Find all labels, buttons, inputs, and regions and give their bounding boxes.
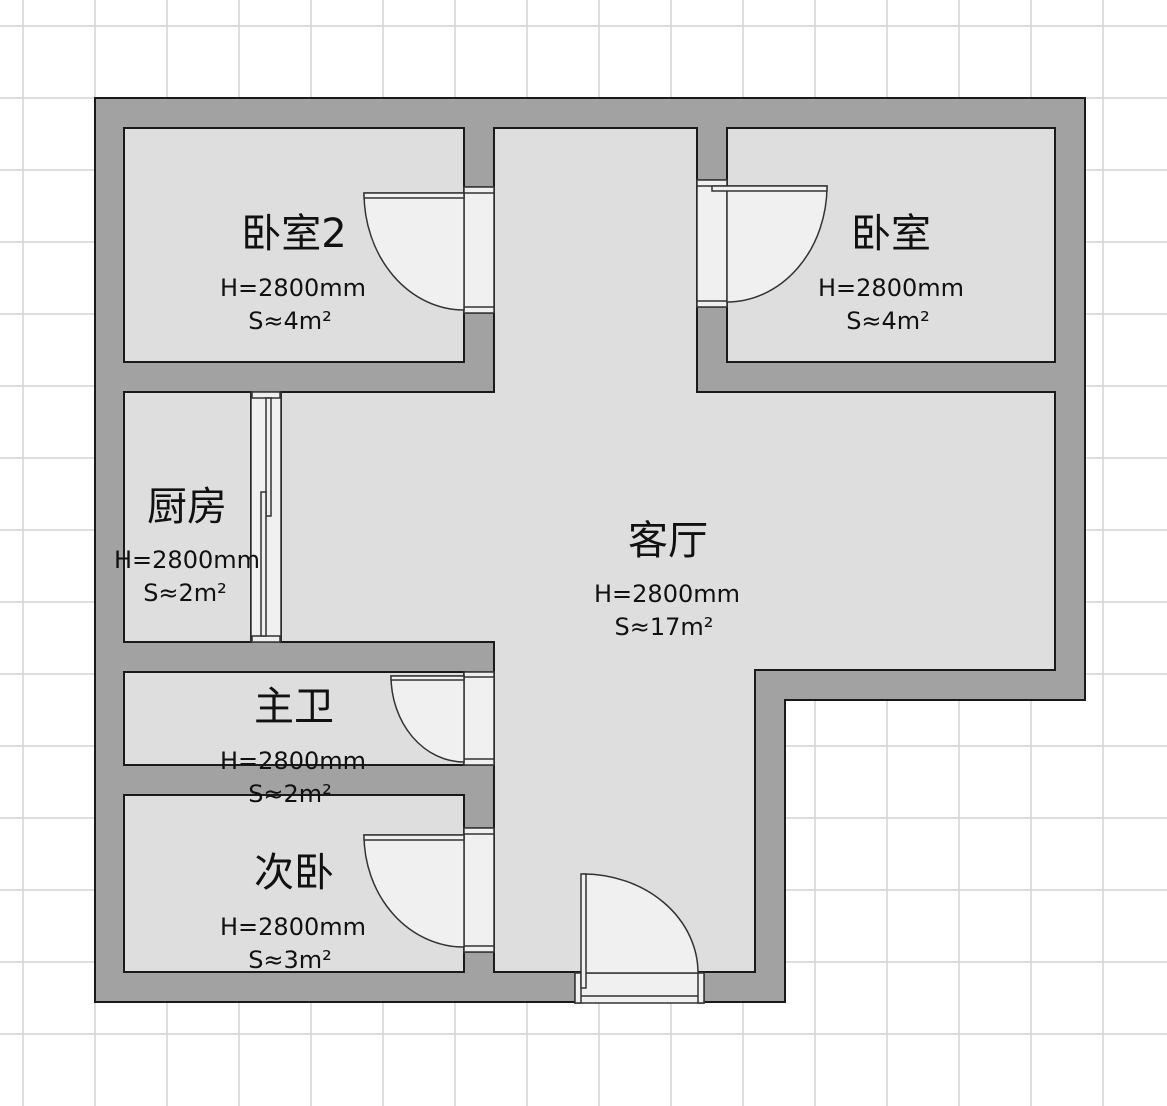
master-bathroom-door[interactable] (390, 671, 495, 766)
room-area: S≈3m² (248, 946, 332, 974)
entrance-door[interactable] (574, 873, 705, 1004)
room-area: S≈4m² (846, 307, 930, 335)
room-height: H=2800mm (220, 913, 366, 941)
room-height: H=2800mm (220, 274, 366, 302)
room-name: 主卫 (254, 684, 334, 730)
bedroom-door[interactable] (696, 179, 828, 308)
room-area: S≈2m² (248, 780, 332, 808)
room-name: 卧室2 (241, 211, 346, 257)
label-kitchen: 厨房 H=2800mm S≈2m² (114, 484, 260, 607)
label-second-bedroom: 次卧 H=2800mm S≈3m² (220, 850, 366, 974)
room-height: H=2800mm (114, 546, 260, 574)
room-area: S≈4m² (248, 307, 332, 335)
room-height: H=2800mm (818, 274, 964, 302)
label-bedroom-2: 卧室2 H=2800mm S≈4m² (220, 211, 366, 335)
room-name: 厨房 (147, 484, 227, 530)
label-bedroom: 卧室 H=2800mm S≈4m² (818, 211, 964, 335)
second-bedroom-door[interactable] (363, 827, 495, 953)
room-height: H=2800mm (220, 747, 366, 775)
label-master-bathroom: 主卫 H=2800mm S≈2m² (220, 684, 366, 808)
room-name: 客厅 (628, 518, 708, 564)
room-name: 次卧 (254, 850, 334, 896)
room-name: 卧室 (851, 211, 931, 257)
kitchen-sliding-door[interactable] (250, 391, 282, 643)
room-height: H=2800mm (594, 580, 740, 608)
label-living-room: 客厅 H=2800mm S≈17m² (594, 518, 740, 641)
room-area: S≈17m² (615, 613, 714, 641)
bedroom-2-door[interactable] (363, 186, 495, 314)
room-area: S≈2m² (143, 579, 227, 607)
